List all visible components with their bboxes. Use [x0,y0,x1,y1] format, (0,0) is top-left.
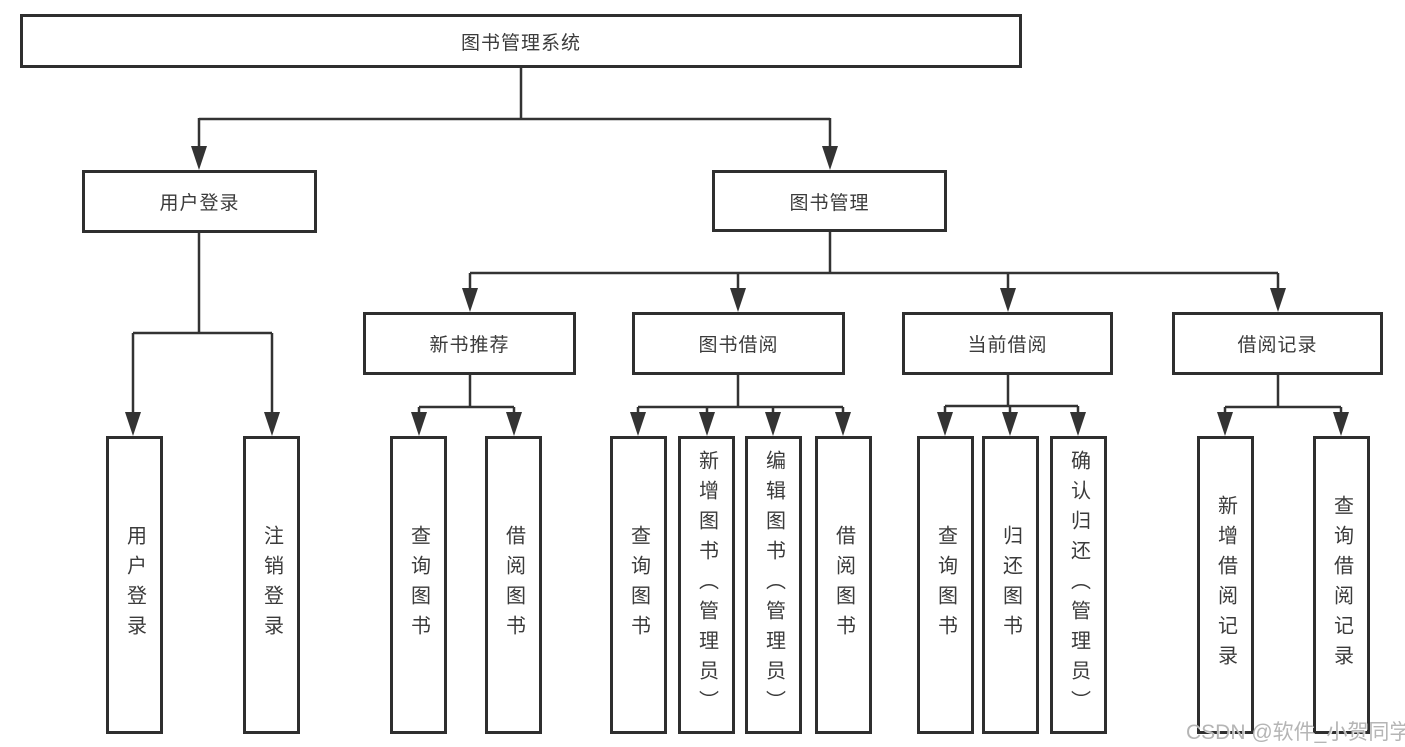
leaf-query-book-borrow: 查询图书 [610,436,667,734]
node-library-system-label: 图书管理系统 [460,32,581,54]
csdn-watermark: CSDN @软件_小贺同学 [1186,721,1405,744]
node-book-management: 图书管理 [712,170,947,232]
node-user-login: 用户登录 [82,170,317,233]
leaf-logout-label: 注销登录 [260,525,283,645]
leaf-user-login-label: 用户登录 [123,525,146,645]
node-current-borrow-label: 当前借阅 [967,335,1048,356]
leaf-add-borrow-record-label: 新增借阅记录 [1214,495,1237,675]
node-borrow-record-label: 借阅记录 [1237,335,1318,356]
leaf-query-book-recommend-label: 查询图书 [407,525,430,645]
leaf-query-book-current-label: 查询图书 [934,525,957,645]
leaf-query-borrow-record: 查询借阅记录 [1313,436,1370,734]
leaf-return-book: 归还图书 [982,436,1039,734]
leaf-logout: 注销登录 [243,436,300,734]
leaf-borrow-book-recommend-label: 借阅图书 [502,525,525,645]
node-library-system: 图书管理系统 [20,14,1022,68]
node-new-book-recommend-label: 新书推荐 [429,335,510,356]
leaf-edit-book-admin: 编辑图书（管理员） [745,436,802,734]
arrowheads [125,146,1349,436]
leaf-add-book-admin-label: 新增图书（管理员） [695,450,718,720]
leaf-add-borrow-record: 新增借阅记录 [1197,436,1254,734]
node-user-login-label: 用户登录 [159,193,240,214]
node-borrow-record: 借阅记录 [1172,312,1383,375]
leaf-edit-book-admin-label: 编辑图书（管理员） [762,450,785,720]
leaf-query-borrow-record-label: 查询借阅记录 [1330,495,1353,675]
node-current-borrow: 当前借阅 [902,312,1113,375]
leaf-borrow-book-label: 借阅图书 [832,525,855,645]
leaf-borrow-book: 借阅图书 [815,436,872,734]
leaf-confirm-return-admin: 确认归还（管理员） [1050,436,1107,734]
node-book-borrow: 图书借阅 [632,312,845,375]
leaf-user-login: 用户登录 [106,436,163,734]
node-book-borrow-label: 图书借阅 [698,335,779,356]
leaf-return-book-label: 归还图书 [999,525,1022,645]
node-new-book-recommend: 新书推荐 [363,312,576,375]
node-book-management-label: 图书管理 [789,192,870,214]
leaf-add-book-admin: 新增图书（管理员） [678,436,735,734]
leaf-borrow-book-recommend: 借阅图书 [485,436,542,734]
leaf-confirm-return-admin-label: 确认归还（管理员） [1067,450,1090,720]
leaf-query-book-current: 查询图书 [917,436,974,734]
leaf-query-book-recommend: 查询图书 [390,436,447,734]
leaf-query-book-borrow-label: 查询图书 [627,525,650,645]
